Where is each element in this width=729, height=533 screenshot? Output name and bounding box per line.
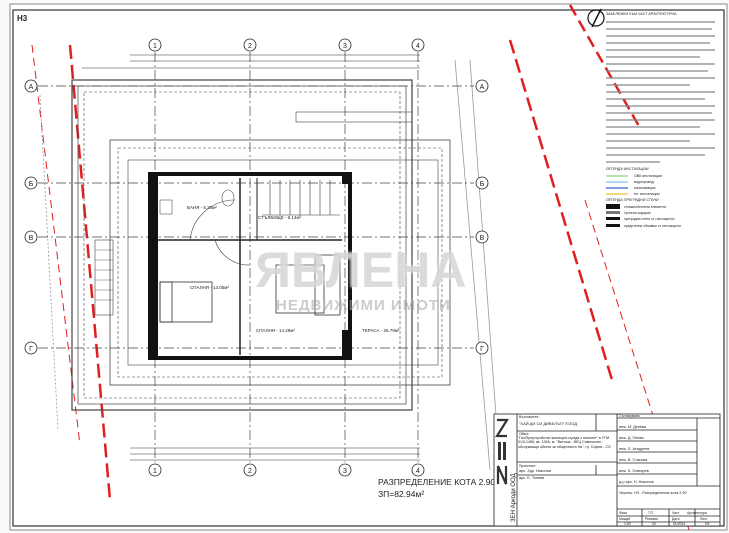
part-value: Архитектура: [687, 511, 707, 515]
approval-1: инж. М. Денева: [619, 425, 647, 429]
logo-subtitle: ЗЕН Аркоди ООД: [511, 473, 517, 522]
designer-1: арх. Здр. Николов: [519, 469, 551, 473]
axis-label-a: А: [29, 84, 34, 91]
axis-label-g: Г: [29, 346, 33, 353]
axis-label-1: 1: [153, 43, 157, 50]
floor-walls: [148, 172, 352, 360]
legend-walls-heading: ЛЕГЕНДА ПРЕГРАДНИ СТЕНИ: [605, 198, 659, 202]
legend-sewer: канализация: [634, 186, 655, 190]
axis-label-v: В: [29, 235, 34, 242]
part-label: Част: [672, 511, 680, 515]
watermark-title: ЯВЛЕНА: [255, 242, 467, 298]
designer-2: арх. Е. Тонева: [519, 476, 545, 480]
designer-label: Проектант:: [519, 464, 536, 468]
axis-label-b-right: Б: [480, 181, 485, 188]
date-value: 01/2024: [673, 522, 685, 526]
axis-label-4: 4: [416, 43, 420, 50]
axis-label-2: 2: [248, 43, 252, 50]
building-outline: [71, 79, 451, 411]
watermark-subtitle: НЕДВИЖИМИ ИМОТИ: [276, 297, 451, 314]
scale-value: 1:50: [624, 522, 631, 526]
scale-label: Мащаб: [619, 517, 630, 521]
axis-label-3: 3: [343, 43, 347, 50]
legend-concrete: стоманобетонни елементи: [624, 205, 666, 209]
legend-brick: тухлена зидария: [624, 211, 651, 215]
approval-4: инж. В. Стасова: [619, 458, 648, 462]
axis-label-a-right: А: [480, 84, 485, 91]
sheet-value: Н3: [705, 522, 709, 526]
approval-3: инж. Л. Атадреев: [619, 447, 649, 451]
axis-label-2-bottom: 2: [248, 468, 252, 475]
sheet-label: Лист: [700, 517, 708, 521]
logo-letter-z: [495, 418, 509, 438]
approvals-label: Съгласувани:: [619, 414, 640, 418]
logo-letter-n: [496, 465, 508, 485]
axis-label-3-bottom: 3: [343, 468, 347, 475]
approval-6: д-р арх. Н. Николов: [619, 480, 654, 484]
title-block: [493, 413, 721, 527]
date-label: Дата: [672, 517, 680, 521]
revision-value: 00: [652, 522, 656, 526]
room-label-bedroom-2: СПАЛНЯ - 14.29м²: [256, 328, 295, 333]
room-label-bedroom-1: СПАЛНЯ - 13.05м²: [190, 285, 229, 290]
room-label-terrace: ТЕРАСА - 26.79м²: [362, 328, 400, 333]
north-arrow-icon: [587, 9, 605, 27]
sheet-code: Н3: [17, 14, 28, 23]
legend-drywall: преградни стени от гипсокартон: [624, 217, 675, 221]
legend-water: водопровод: [634, 180, 655, 184]
axis-label-4-bottom: 4: [416, 468, 420, 475]
object-description: "Газ/Преустройство жилищна сграда с мезо…: [518, 436, 611, 449]
revision-label: Ревизия: [645, 517, 658, 521]
approval-2: инж. Д. Пеева: [619, 436, 644, 440]
drawing-area: ЗП=82.94м²: [378, 489, 424, 499]
contractor: "ХАЙ ДИ СИ ДИВЕЛЪП" ЕООД: [519, 421, 577, 426]
axis-label-1-bottom: 1: [153, 468, 157, 475]
legend-electric: ел. инсталации: [634, 192, 660, 196]
notes-heading: ЗАБЕЛЕЖКИ КЪМ ЧАСТ АРХИТЕКТУРНА: [606, 12, 677, 16]
legend-hvac: ОВК инсталации: [634, 174, 662, 178]
phase-value: Т.П.: [648, 511, 654, 515]
approval-5: инж. К. Златарев: [619, 469, 649, 473]
phase-label: Фаза: [619, 511, 627, 515]
legend-install-heading: ЛЕГЕНДА ИНСТАЛАЦИИ: [605, 167, 649, 171]
contractor-label: Възложител:: [519, 415, 539, 419]
room-label-bathroom: БАНЯ - 5.30м²: [187, 205, 217, 210]
axis-label-v-right: В: [480, 235, 485, 242]
axis-label-g-right: Г: [480, 346, 484, 353]
legend-cladding: предстенни обшивки от гипсокартон: [624, 224, 681, 228]
room-label-stairs: СТЪЛБИЩЕ - 6.14м²: [258, 215, 302, 220]
axis-label-b: Б: [29, 181, 34, 188]
drawing-title: РАЗПРЕДЕЛЕНИЕ КОТА 2.90,: [378, 477, 498, 487]
logo-letter-e-bar: [503, 442, 506, 460]
logo-letter-e-bar: [498, 442, 501, 460]
object-label: Обект:: [519, 432, 530, 436]
company-logo: ЗЕН Аркоди ООД: [495, 418, 517, 522]
sheet-name: Чертеж: Н3 - Разпределение кота 2.90: [619, 491, 687, 495]
notes-panel: ЗАБЕЛЕЖКИ КЪМ ЧАСТ АРХИТЕКТУРНА ЛЕГЕНДА …: [587, 8, 715, 228]
